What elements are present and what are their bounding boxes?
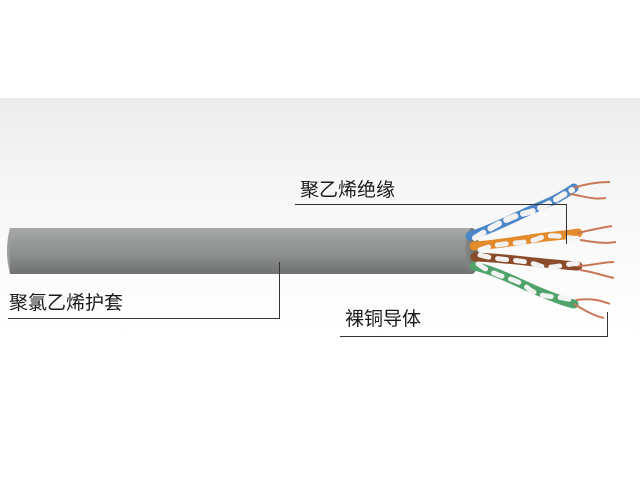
conductor-leader-horizontal (340, 336, 608, 337)
pvc-jacket (7, 228, 479, 274)
brown-pair (470, 252, 615, 279)
jacket-leader-vertical (279, 262, 280, 319)
insulation-leader-horizontal (295, 204, 567, 205)
conductor-leader-vertical (607, 312, 608, 337)
jacket-label: 聚氯乙烯护套 (9, 292, 124, 314)
conductor-label: 裸铜导体 (345, 308, 422, 330)
orange-pair (469, 225, 617, 253)
jacket-leader-horizontal (8, 318, 280, 319)
green-pair (469, 261, 611, 319)
insulation-leader-vertical (566, 204, 567, 244)
background-band (0, 98, 640, 338)
insulation-label: 聚乙烯绝缘 (300, 179, 396, 201)
